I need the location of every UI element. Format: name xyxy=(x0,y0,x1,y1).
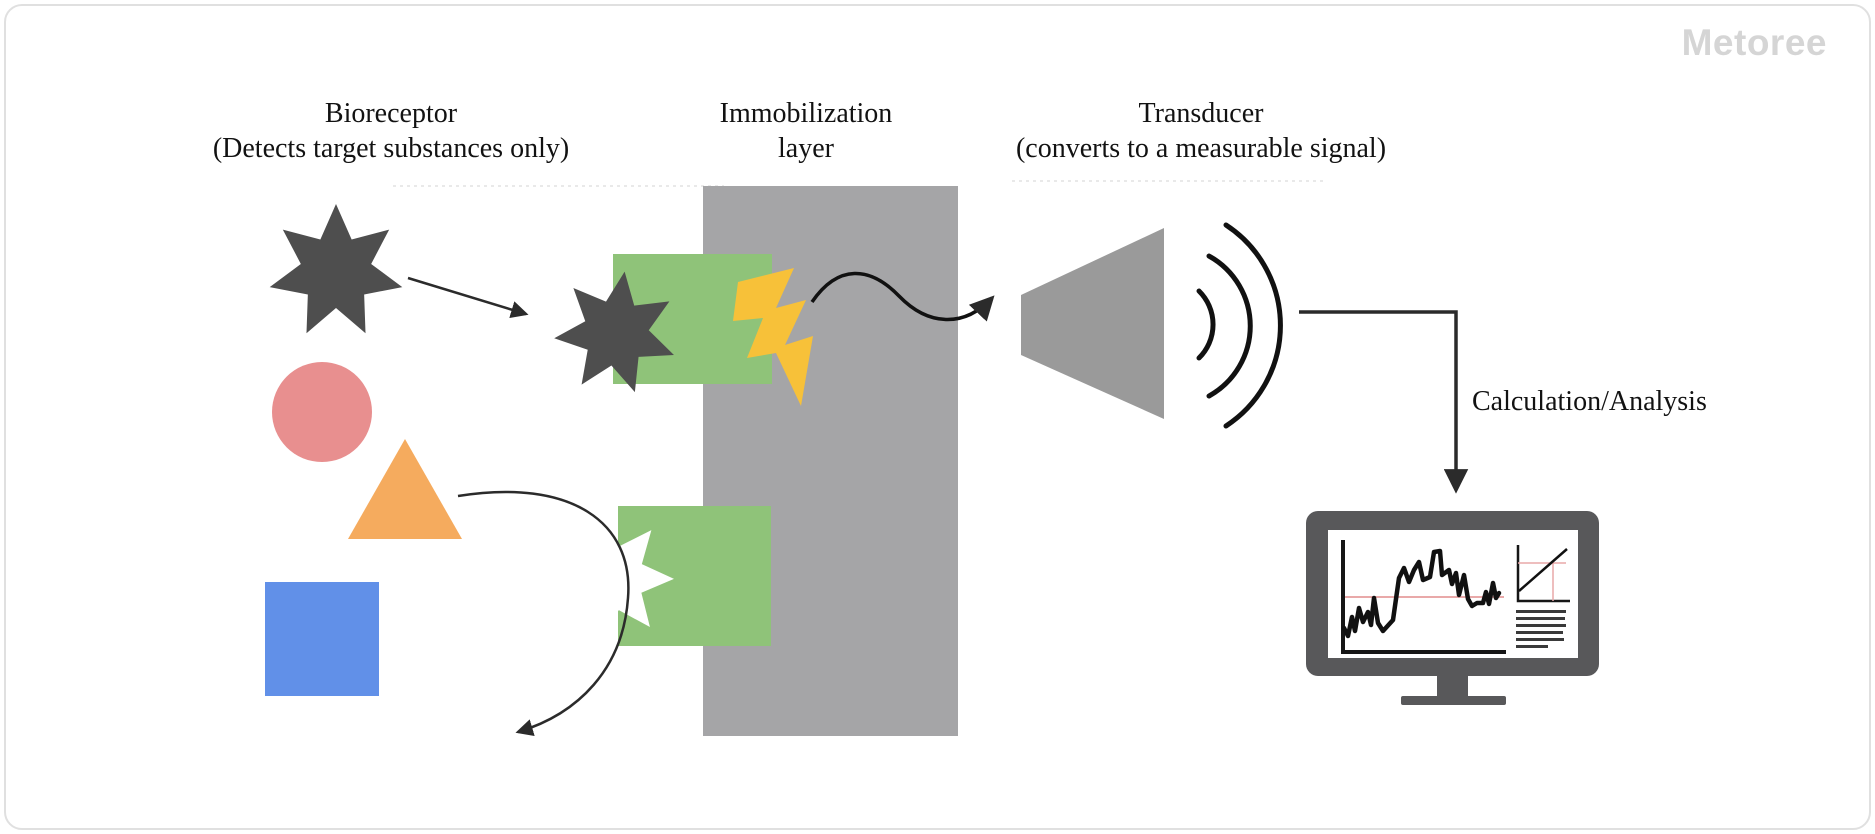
sound-wave-arc-small xyxy=(1196,288,1216,361)
bioreceptor-label-line2: (Detects target substances only) xyxy=(212,133,570,164)
calibration-line xyxy=(1518,548,1568,592)
signal-trace-chart xyxy=(1341,540,1506,654)
bioreceptor-label-line1: Bioreceptor xyxy=(324,98,458,129)
transducer-label: Transducer (converts to a measurable sig… xyxy=(956,96,1446,166)
bioreceptor-label: Bioreceptor (Detects target substances o… xyxy=(201,96,581,166)
monitor-stand-base xyxy=(1401,696,1506,705)
to-monitor-elbow-arrow xyxy=(1299,310,1469,494)
monitor-stand-neck xyxy=(1437,676,1468,698)
triangle-substance-icon xyxy=(348,439,462,539)
chart-axes xyxy=(1341,540,1506,654)
square-substance-icon xyxy=(265,582,379,696)
star-target-icon xyxy=(269,204,403,334)
monitor-screen xyxy=(1328,530,1578,658)
text-line xyxy=(1516,610,1566,613)
diagram-canvas xyxy=(265,180,1599,737)
calculation-label: Calculation/Analysis xyxy=(1472,386,1707,417)
transducer-label-line2: (converts to a measurable signal) xyxy=(1015,133,1387,164)
signal-trace xyxy=(1341,548,1502,639)
text-line xyxy=(1516,624,1566,627)
text-line xyxy=(1516,645,1548,648)
text-line xyxy=(1516,638,1564,641)
binding-arrow xyxy=(407,276,529,319)
metoree-watermark: Metoree xyxy=(1681,22,1827,63)
rejection-curved-arrow xyxy=(457,490,630,737)
diagram-card: Bioreceptor (Detects target substances o… xyxy=(4,4,1871,830)
lightning-signal-icon xyxy=(733,268,813,406)
monitor-icon xyxy=(1306,511,1599,705)
circle-substance-icon xyxy=(272,362,372,462)
calibration-chart xyxy=(1516,545,1570,603)
immobilization-label-line1: Immobilization xyxy=(719,98,893,129)
sound-waves-icon xyxy=(1196,222,1283,429)
text-line xyxy=(1516,631,1563,634)
screen-text-lines xyxy=(1516,610,1566,648)
sound-wave-arc-medium xyxy=(1206,253,1253,399)
transducer-horn-icon xyxy=(1021,228,1164,419)
signal-wave-arrow xyxy=(810,271,995,322)
immobilization-label-line2: layer xyxy=(778,133,834,164)
immobilization-label: Immobilization layer xyxy=(626,96,986,166)
transducer-label-line1: Transducer xyxy=(1138,98,1264,129)
text-line xyxy=(1516,617,1565,620)
sound-wave-arc-large xyxy=(1223,222,1283,429)
